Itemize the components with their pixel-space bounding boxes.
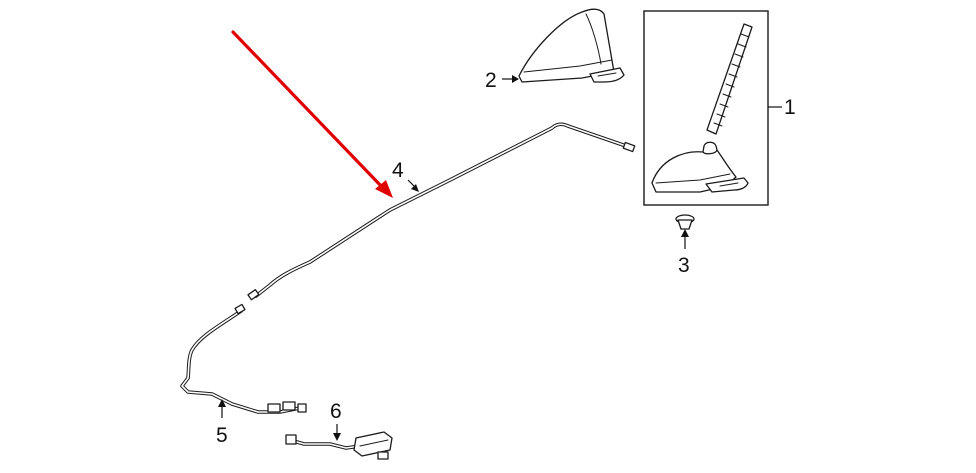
part-3-clip	[675, 214, 695, 230]
part-1-frame	[643, 10, 769, 206]
callout-1: 1	[768, 96, 796, 119]
part-4-cable	[247, 122, 636, 301]
callout-6: 6	[330, 400, 342, 441]
callout-3: 3	[678, 229, 690, 277]
callout-5: 5	[216, 399, 228, 447]
callout-4-number: 4	[392, 159, 404, 182]
part-2-fin-cover	[518, 8, 625, 83]
callout-2-number: 2	[485, 69, 497, 92]
callout-5-number: 5	[216, 424, 228, 447]
antenna-base	[651, 141, 749, 193]
part-5-harness	[180, 303, 307, 414]
callout-4: 4	[392, 159, 419, 192]
callout-3-number: 3	[678, 254, 690, 277]
callout-6-number: 6	[330, 400, 342, 423]
part-1-antenna-assembly	[643, 10, 769, 206]
callout-1-number: 1	[784, 96, 796, 119]
highlight-arrow	[231, 30, 393, 198]
callout-2: 2	[485, 69, 519, 92]
antenna-mast	[706, 23, 753, 135]
part-6-amplifier	[285, 431, 393, 460]
